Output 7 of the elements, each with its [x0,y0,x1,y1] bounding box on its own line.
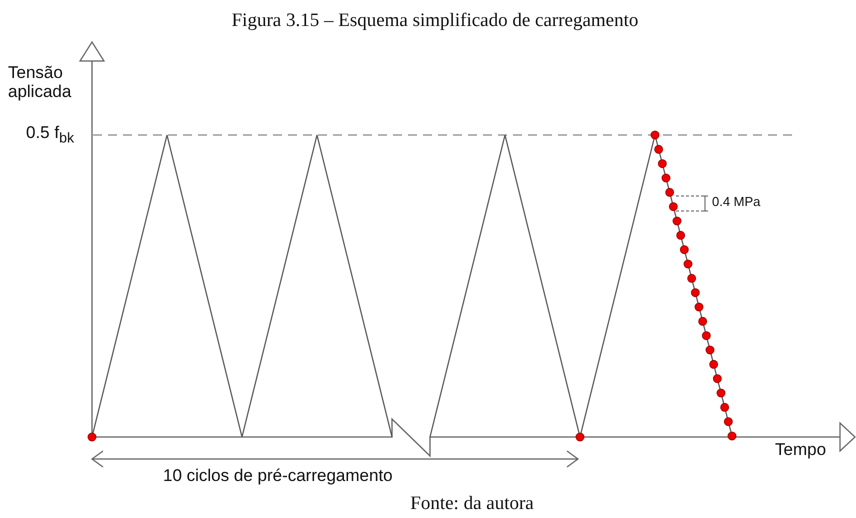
figure-title: Figura 3.15 – Esquema simplificado de carregamento [232,11,638,32]
dimension-label: 10 ciclos de pré-carregamento [163,467,393,486]
dimension-label: 0.4 MPa [712,195,760,210]
tick-label: 0.5 f$_{bk}$ [26,124,74,147]
axis-title: Tempo [775,441,826,460]
axis-title: Tensão aplicada [8,64,72,102]
source-caption: Fonte: da autora [410,494,534,515]
